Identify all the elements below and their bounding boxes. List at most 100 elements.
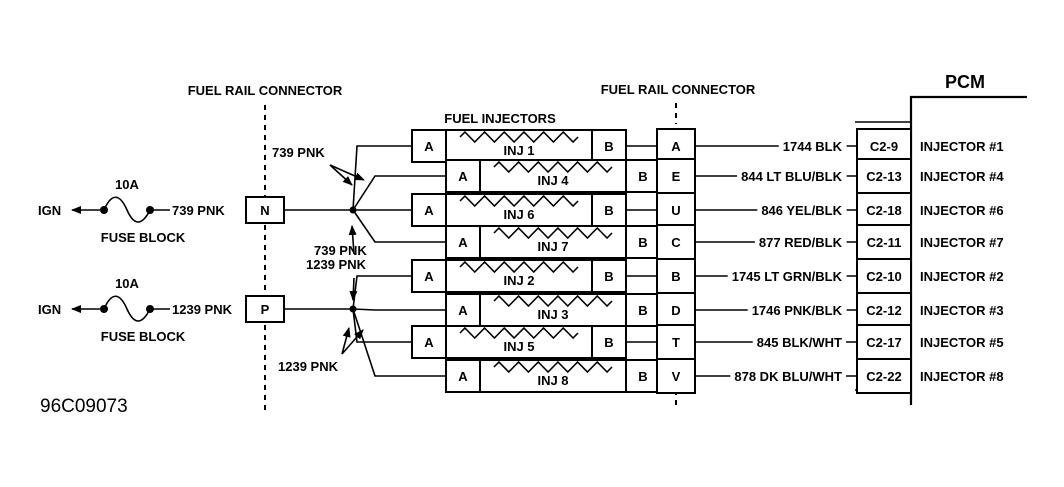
- pcm-pin-label: C2-9: [870, 139, 898, 154]
- branch-arrow: [348, 225, 357, 255]
- pcm-pin-box: [856, 292, 912, 328]
- wire-label-background: [730, 369, 847, 384]
- injector-coil-symbol: [493, 226, 613, 240]
- ign-label: IGN: [38, 302, 61, 317]
- bus-branch-wire: [352, 275, 412, 310]
- signal-wire-label: 846 YEL/BLK: [761, 203, 842, 218]
- branch-label-top: 739 PNK: [272, 145, 325, 160]
- pcm-injector-label: INJECTOR #6: [920, 203, 1004, 218]
- signal-wire-label: 1745 LT GRN/BLK: [732, 269, 843, 284]
- wire-label-background: [727, 269, 847, 284]
- fuel-rail-connector-pin-box: [656, 224, 696, 260]
- injector-coil-symbol: [459, 260, 579, 274]
- pcm-injector-label: INJECTOR #5: [920, 335, 1004, 350]
- pcm-injector-label: INJECTOR #8: [920, 369, 1004, 384]
- pcm-pin-box: [856, 224, 912, 260]
- branch-arrow: [349, 277, 358, 301]
- signal-wire-label: 1746 PNK/BLK: [752, 303, 843, 318]
- pcm-pin-label: C2-22: [866, 369, 901, 384]
- fuel-rail-connector-pin-label: V: [672, 369, 681, 384]
- injector-terminal-b-label: B: [638, 235, 647, 250]
- fuel-rail-connector-pin-label: U: [671, 203, 680, 218]
- injector-label: INJ 1: [503, 143, 534, 158]
- injector-terminal-b: [625, 293, 661, 327]
- fuel-rail-connector-pin-label: A: [671, 139, 681, 154]
- fuel-rail-connector-pin-box: [656, 292, 696, 328]
- fuel-rail-connector-pin-box: [656, 358, 696, 394]
- signal-wire-label: 877 RED/BLK: [759, 235, 843, 250]
- wire-label-background: [737, 169, 847, 184]
- injector-terminal-b-label: B: [638, 369, 647, 384]
- fuel-rail-connector-pin-label: D: [671, 303, 680, 318]
- injector-terminal-b-label: B: [604, 139, 613, 154]
- ign-label: IGN: [38, 203, 61, 218]
- fuse-wire-label: 1239 PNK: [172, 302, 233, 317]
- injector-terminal-a-label: A: [458, 369, 468, 384]
- signal-wire-label: 878 DK BLU/WHT: [734, 369, 842, 384]
- branch-arrow: [329, 164, 353, 186]
- wire-label-background: [757, 203, 847, 218]
- connector-pin-box: [245, 196, 285, 224]
- pcm-injector-label: INJECTOR #4: [920, 169, 1004, 184]
- wire-label-background: [778, 139, 847, 154]
- fuel-injectors-title: FUEL INJECTORS: [444, 111, 556, 126]
- injector-terminal-a: [411, 325, 447, 359]
- fuse-rating: 10A: [115, 177, 139, 192]
- injector-terminal-a-label: A: [458, 235, 468, 250]
- injector-coil-symbol: [459, 326, 579, 340]
- branch-arrow: [329, 164, 365, 181]
- injector-coil-symbol: [459, 194, 579, 208]
- injector-terminal-a-label: A: [424, 139, 434, 154]
- injector-label: INJ 3: [537, 307, 568, 322]
- bus-branch-wire: [352, 209, 446, 243]
- injector-label: INJ 2: [503, 273, 534, 288]
- pcm-pin-box: [856, 358, 912, 394]
- injector-terminal-a-label: A: [424, 269, 434, 284]
- bus-branch-wire: [352, 308, 446, 311]
- injector-label: INJ 4: [537, 173, 569, 188]
- bus-branch-wire: [352, 308, 412, 343]
- injector-label: INJ 6: [503, 207, 534, 222]
- connector-pin-box: [245, 295, 285, 323]
- wire-label-background: [747, 303, 847, 318]
- bus-branch-wire: [352, 145, 412, 211]
- injector-coil-symbol: [459, 130, 579, 144]
- injector-terminal-b-label: B: [638, 169, 647, 184]
- injector-terminal-a-label: A: [424, 203, 434, 218]
- branch-label-bottom: 1239 PNK: [278, 359, 339, 374]
- injector-terminal-b: [625, 359, 661, 393]
- injector-label: INJ 7: [537, 239, 568, 254]
- injector-coil-symbol: [493, 160, 613, 174]
- injector-terminal-b-label: B: [604, 203, 613, 218]
- pcm-pin-label: C2-17: [866, 335, 901, 350]
- fuel-rail-connector-pin-label: E: [672, 169, 681, 184]
- bus-branch-wire: [352, 175, 446, 211]
- pcm-pin-label: C2-10: [866, 269, 901, 284]
- injectors: A INJ 1 B A INJ 4 B A INJ 6 B A INJ 7 B A INJ 2 B A INJ …: [411, 129, 661, 393]
- fuse-symbol: [103, 196, 151, 223]
- fuse-symbol: [103, 295, 151, 322]
- injector-body: [445, 129, 593, 163]
- injector-label: INJ 5: [503, 339, 534, 354]
- pcm-injector-label: INJECTOR #1: [920, 139, 1004, 154]
- pcm-injector-label: INJECTOR #7: [920, 235, 1004, 250]
- injector-terminal-b: [625, 159, 661, 193]
- left-connector-title: FUEL RAIL CONNECTOR: [188, 83, 343, 98]
- injector-terminal-a: [411, 129, 447, 163]
- injector-coil-symbol: [493, 360, 613, 374]
- fuel-rail-connector-pin-label: T: [672, 335, 680, 350]
- signal-wire-label: 845 BLK/WHT: [757, 335, 842, 350]
- injector-body: [479, 159, 627, 193]
- fuel-rail-connector-pin-box: [656, 258, 696, 294]
- fuse-block-label: FUSE BLOCK: [101, 230, 186, 245]
- branch-arrow: [341, 329, 364, 355]
- injector-terminal-b: [591, 325, 627, 359]
- injector-body: [479, 225, 627, 259]
- injector-terminal-a-label: A: [458, 169, 468, 184]
- signal-wire-label: 1744 BLK: [783, 139, 843, 154]
- branch-label-mid-b: 1239 PNK: [306, 257, 367, 272]
- injector-terminal-a: [445, 359, 481, 393]
